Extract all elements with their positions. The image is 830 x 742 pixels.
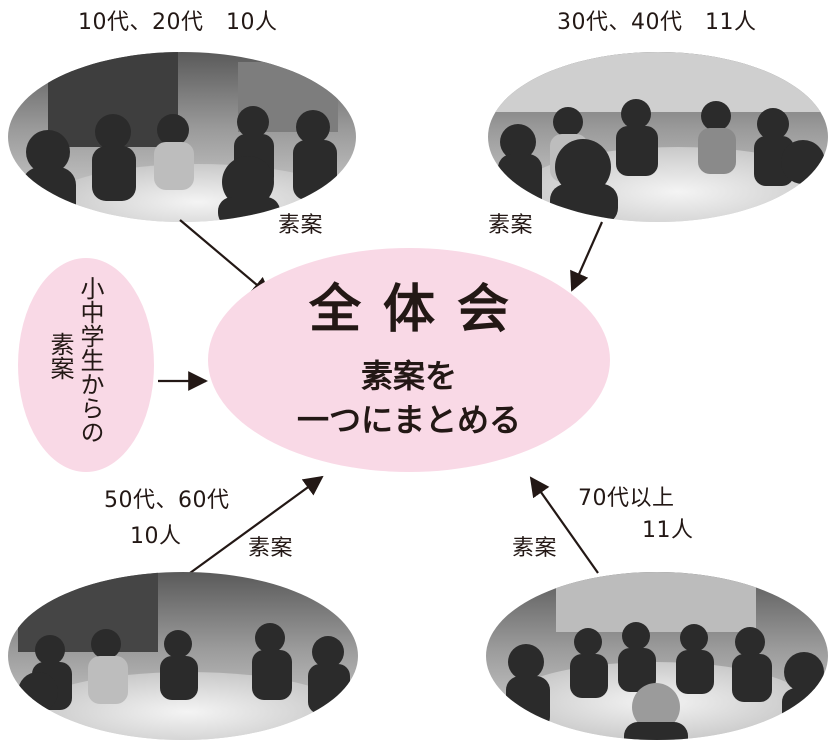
general-meeting-subtitle-line2: 一つにまとめる [296,401,521,439]
group-count-seventies: 11人 [642,518,694,543]
arrow-thirties-forties [570,221,604,292]
group-label-teens-twenties: 10代、20代 10人 [78,10,278,35]
general-meeting-title: 全体会 [308,280,531,340]
arrow-seventies [529,476,599,574]
draft-label-seventies: 素案 [512,536,558,561]
meeting-photo-teens-twenties [8,52,356,222]
draft-label-fifties-sixties: 素案 [248,536,294,561]
group-label-fifties-sixties: 50代、60代 [104,488,230,513]
students-text-line1: 小中学生からの [76,276,104,444]
arrow-teens-twenties [179,219,272,298]
arrow-fifties-sixties [189,475,324,574]
group-count-fifties-sixties: 10人 [130,524,182,549]
draft-label-thirties-forties: 素案 [488,213,534,238]
meeting-photo-fifties-sixties [8,572,358,740]
meeting-photo-seventies [486,572,828,740]
group-label-seventies: 70代以上 [578,486,675,511]
general-meeting-subtitle-line1: 素案を [360,357,457,395]
students-text-line2: 素案 [46,332,74,380]
draft-label-teens-twenties: 素案 [278,213,324,238]
students-ellipse [18,258,154,472]
general-meeting-ellipse [208,248,610,472]
group-label-thirties-forties: 30代、40代 11人 [557,10,757,35]
